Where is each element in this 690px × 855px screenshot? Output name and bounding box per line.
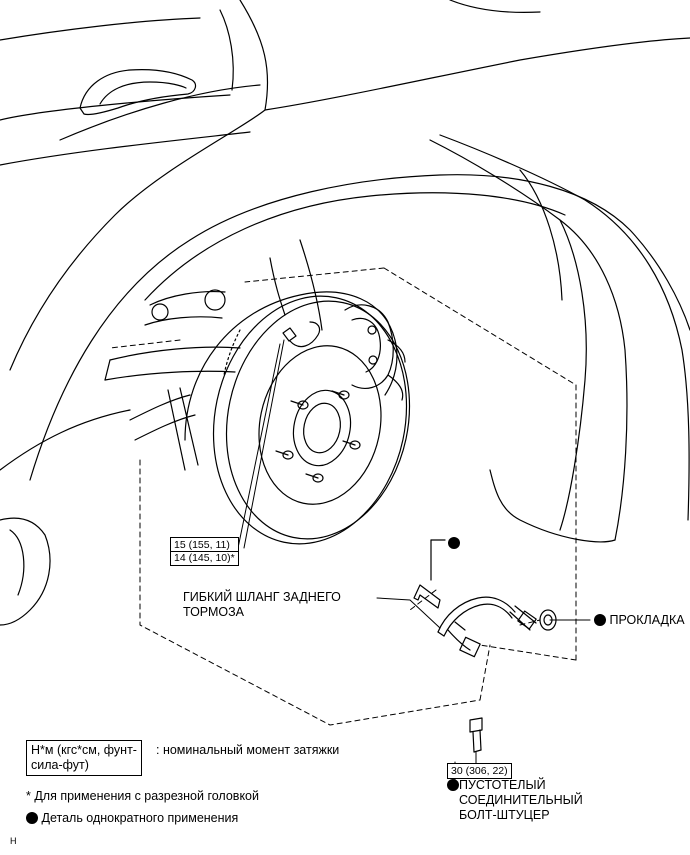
hose-label-line1: ГИБКИЙ ШЛАНГ ЗАДНЕГО — [183, 590, 341, 604]
union-bolt — [469, 717, 483, 753]
flexible-hose — [437, 596, 537, 658]
wheel-arch — [29, 134, 690, 543]
bleeder-plug — [282, 321, 321, 348]
union-bolt-label-line3: БОЛТ-ШТУЦЕР — [459, 808, 550, 822]
hose-clip — [413, 539, 446, 609]
union-bolt-label-line2: СОЕДИНИТЕЛЬНЫЙ — [459, 793, 583, 807]
torque-spec-bolt: 30 (306, 22) — [447, 763, 512, 779]
legend-unit-box: Н*м (кгс*см, фунт- сила-фут) — [26, 740, 142, 776]
corner-mark: H — [10, 836, 17, 846]
legend-unit-line1: Н*м (кгс*см, фунт- — [31, 743, 137, 757]
vehicle-body — [0, 0, 690, 626]
union-bolt-label-line1: ПУСТОТЕЛЫЙ — [459, 778, 546, 792]
clip-marker — [448, 536, 460, 551]
legend-unit-description: : номинальный момент затяжки — [156, 743, 340, 757]
non-reusable-part-icon — [594, 614, 606, 626]
legend-slot-note: * Для применения с разрезной головкой — [26, 789, 259, 803]
brake-caliper — [344, 304, 406, 401]
hose-label-line2: ТОРМОЗА — [183, 605, 245, 619]
torque-spec-main: 15 (155, 11) 14 (145, 10)* — [170, 537, 239, 566]
door-handle — [79, 69, 197, 116]
union-bolt-label: ПУСТОТЕЛЫЙ СОЕДИНИТЕЛЬНЫЙ БОЛТ-ШТУЦЕР — [447, 778, 583, 823]
non-reusable-part-icon — [26, 812, 38, 824]
suspension-arm — [104, 289, 241, 471]
legend-single-use: Деталь однократного применения — [26, 811, 238, 826]
legend-single-use-text: Деталь однократного применения — [41, 811, 239, 825]
torque-spec-standard: 15 (155, 11) — [174, 539, 230, 551]
leader-lines — [237, 339, 591, 781]
non-reusable-part-icon — [448, 537, 460, 549]
gasket-label: ПРОКЛАДКА — [594, 613, 685, 628]
gasket-label-text: ПРОКЛАДКА — [609, 613, 685, 627]
hose-label: ГИБКИЙ ШЛАНГ ЗАДНЕГО ТОРМОЗА — [183, 590, 341, 620]
torque-spec-slotted: 14 (145, 10)* — [171, 551, 238, 564]
brake-rotor — [212, 295, 411, 545]
non-reusable-part-icon — [447, 779, 459, 791]
assembly-guide-lines — [109, 267, 577, 726]
legend-unit-line2: сила-фут) — [31, 758, 89, 772]
backing-plate — [184, 291, 398, 441]
